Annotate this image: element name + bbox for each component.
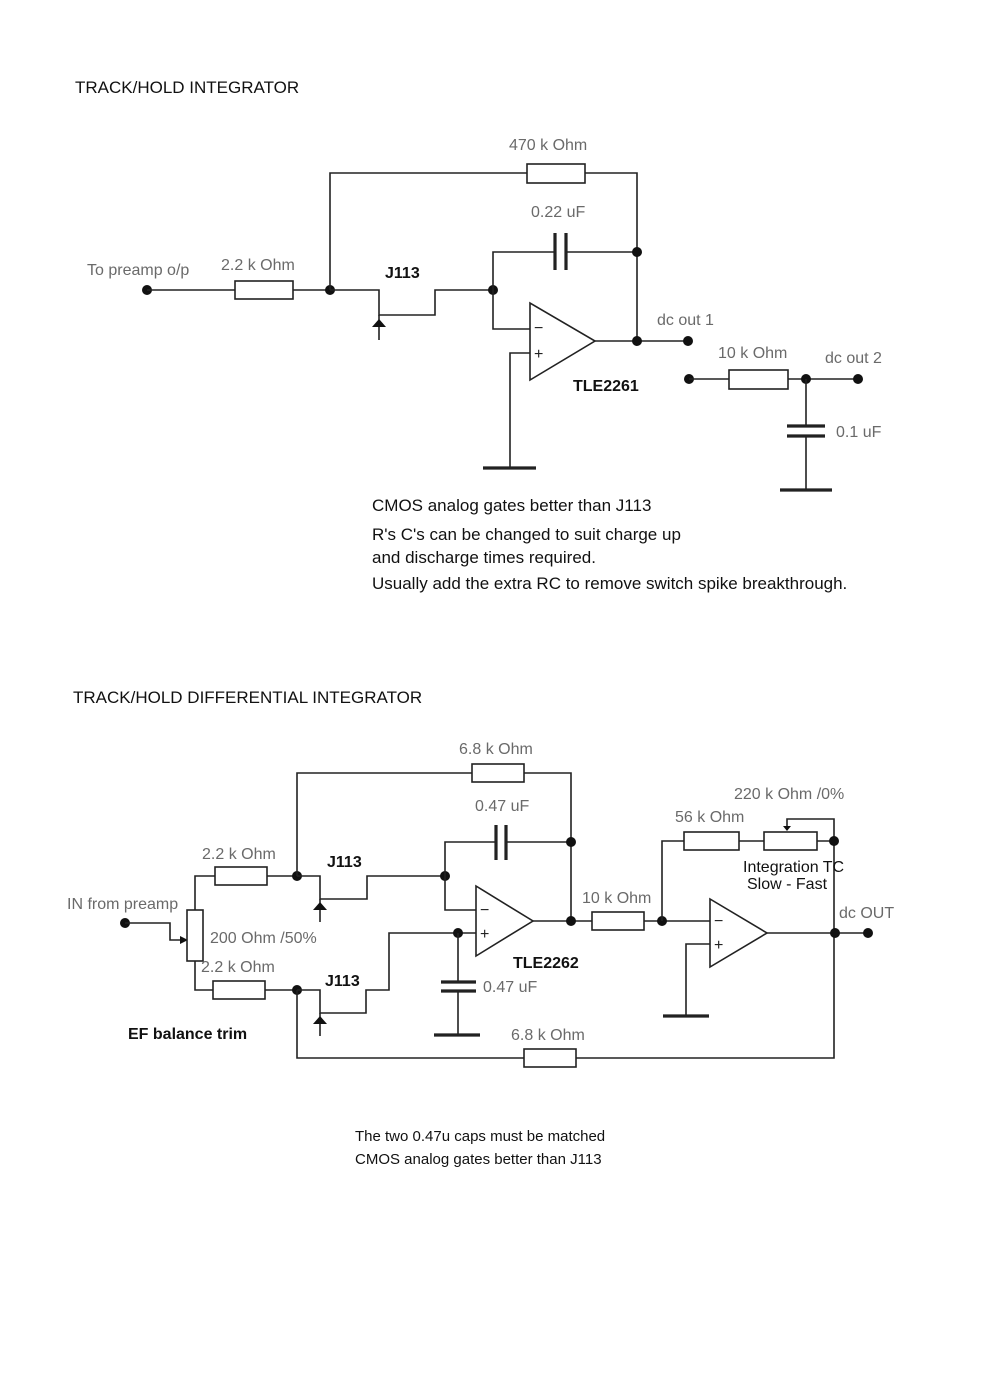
wire (492, 290, 530, 330)
wire (509, 352, 530, 468)
r-int-label: 56 k Ohm (675, 809, 744, 826)
r-fb-label: 470 k Ohm (509, 137, 587, 154)
j113-label: J113 (385, 265, 420, 282)
circuit2-title: TRACK/HOLD DIFFERENTIAL INTEGRATOR (73, 688, 422, 707)
input-label: IN from preamp (67, 896, 178, 913)
j113-arrow-icon (372, 319, 386, 327)
opamp-tle2261 (529, 301, 597, 382)
j113-top-switch (297, 875, 445, 900)
circuit-track-hold-integrator: TRACK/HOLD INTEGRATOR To preamp o/p 2.2 … (75, 78, 882, 593)
junction-dot (566, 837, 576, 847)
opamp-minus: − (480, 902, 489, 919)
junction-dot (632, 247, 642, 257)
opamp-label: TLE2261 (573, 378, 639, 395)
junction-dot (566, 916, 576, 926)
r-fb-top-label: 6.8 k Ohm (459, 741, 533, 758)
tc-label-1: Integration TC (743, 859, 844, 876)
r-link-label: 10 k Ohm (582, 890, 651, 907)
resistor-r-in-bot (212, 980, 266, 1000)
wire (444, 841, 496, 876)
j113-switch (330, 289, 493, 316)
pot-wiper-icon (783, 826, 791, 831)
j113-top-label: J113 (327, 854, 362, 871)
note-line: The two 0.47u caps must be matched (355, 1128, 605, 1145)
r-in-bot-label: 2.2 k Ohm (201, 959, 275, 976)
potentiometer-integration (763, 831, 818, 851)
circuit-track-hold-differential-integrator: TRACK/HOLD DIFFERENTIAL INTEGRATOR IN fr… (67, 688, 894, 1168)
c-fb-label: 0.47 uF (475, 798, 529, 815)
circuit1-title: TRACK/HOLD INTEGRATOR (75, 78, 299, 97)
note-line: CMOS analog gates better than J113 (355, 1151, 602, 1168)
wire (524, 772, 572, 922)
resistor-r-fb-bot (523, 1048, 577, 1068)
j113-bot-label: J113 (325, 973, 360, 990)
dc-out-2-label: dc out 2 (825, 350, 882, 367)
opamp-minus: − (714, 913, 723, 930)
junction-dot (829, 836, 839, 846)
dc-out-1-label: dc out 1 (657, 312, 714, 329)
wire (576, 841, 835, 1059)
j113-arrow-icon (313, 1016, 327, 1024)
c-out-label: 0.1 uF (836, 424, 882, 441)
resistor-r-in-top (214, 866, 268, 886)
wire (194, 875, 215, 910)
pot-label: 200 Ohm /50% (210, 930, 317, 947)
wire (296, 990, 524, 1059)
wire (685, 943, 710, 1016)
dc-out-2-terminal (853, 374, 863, 384)
r-out-label: 10 k Ohm (718, 345, 787, 362)
opamp-plus: + (714, 937, 723, 954)
wire (125, 922, 185, 941)
input-label: To preamp o/p (87, 262, 189, 279)
opamp-plus: + (480, 926, 489, 943)
potentiometer-balance (186, 909, 204, 962)
resistor-r-int (683, 831, 740, 851)
wire (492, 251, 555, 290)
j113-arrow-icon (313, 902, 327, 910)
pot-int-label: 220 k Ohm /0% (734, 786, 844, 803)
opamp-plus: + (534, 346, 543, 363)
r-fb-bot-label: 6.8 k Ohm (511, 1027, 585, 1044)
note-line: Usually add the extra RC to remove switc… (372, 574, 847, 593)
opamp-tle2262 (475, 884, 535, 958)
note-line: R's C's can be changed to suit charge up (372, 525, 681, 544)
junction-dot (632, 336, 642, 346)
dc-out-1-terminal (683, 336, 693, 346)
opamp-minus: − (534, 320, 543, 337)
c-plus-label: 0.47 uF (483, 979, 537, 996)
pot-wiper-icon (180, 936, 188, 944)
resistor-r-link (591, 911, 645, 931)
c-fb-label: 0.22 uF (531, 204, 585, 221)
r-in-label: 2.2 k Ohm (221, 257, 295, 274)
wire (585, 172, 638, 340)
pot-wiper-wire (786, 818, 835, 841)
wire (661, 840, 684, 921)
j113-bot-switch (297, 932, 476, 1014)
resistor-r-out (728, 369, 789, 390)
resistor-r-in (234, 280, 294, 300)
resistor-r-feedback (526, 163, 586, 184)
wire (296, 772, 472, 876)
note-line: and discharge times required. (372, 548, 596, 567)
opamp-integrator (709, 897, 769, 969)
trim-label: EF balance trim (128, 1026, 247, 1043)
r-in-top-label: 2.2 k Ohm (202, 846, 276, 863)
resistor-r-fb-top (471, 763, 525, 783)
dc-out-terminal (863, 928, 873, 938)
note-line: CMOS analog gates better than J113 (372, 496, 651, 515)
dc-out-label: dc OUT (839, 905, 894, 922)
opamp1-label: TLE2262 (513, 955, 579, 972)
wire (329, 172, 527, 290)
junction-dot (830, 928, 840, 938)
wire (444, 876, 476, 911)
wire (194, 961, 213, 991)
tc-label-2: Slow - Fast (747, 876, 828, 893)
